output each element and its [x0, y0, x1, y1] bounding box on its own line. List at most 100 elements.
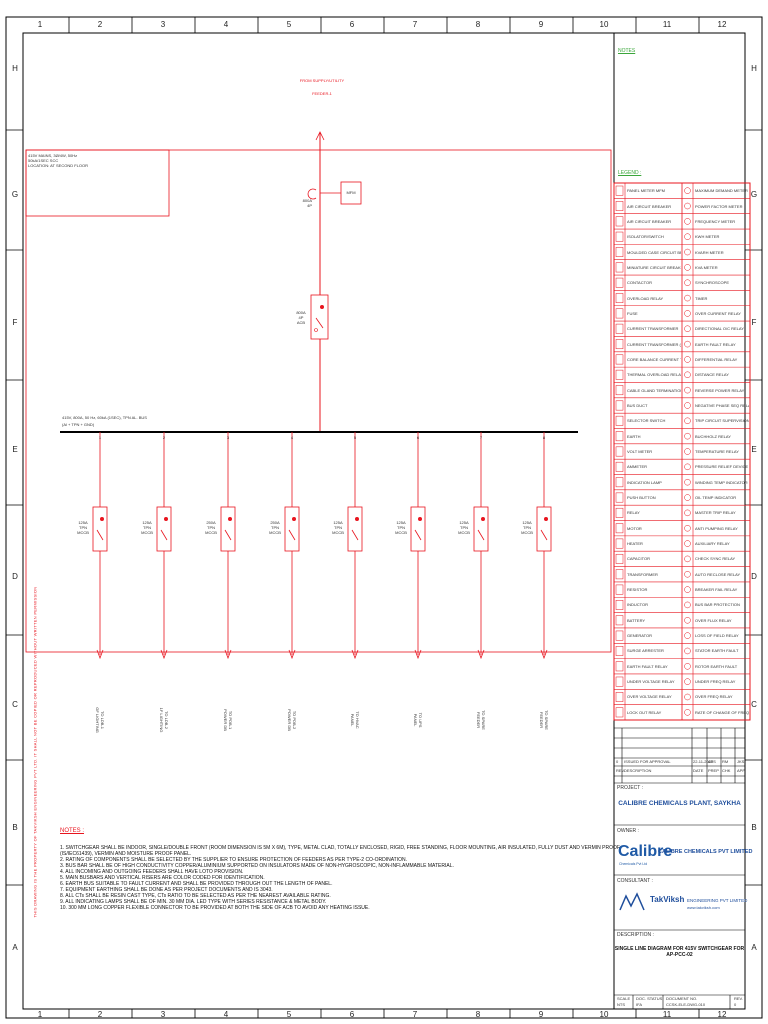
revision-cell: 22-11-2023	[693, 759, 714, 764]
legend-symbol	[684, 279, 691, 286]
column-number: 11	[662, 20, 672, 29]
legend-item-left: VOLT METER	[627, 449, 653, 454]
ct-label: 800A 4P	[302, 198, 312, 208]
notes-title: NOTES :	[60, 828, 85, 834]
legend-symbol	[684, 678, 691, 685]
feeder-arrow	[224, 649, 232, 660]
legend-item-left: EARTH	[627, 433, 641, 439]
legend-item-right: KWH METER	[695, 234, 720, 240]
mccb-contact	[414, 529, 422, 541]
row-letter: E	[751, 445, 757, 454]
legend-item-right: MASTER TRIP RELAY	[695, 510, 736, 516]
mccb-contact	[540, 529, 548, 541]
legend-item-right: NEGATIVE PHASE SEQ RELAY	[695, 402, 749, 408]
legend-symbol	[684, 540, 691, 547]
owner-label: OWNER :	[617, 828, 639, 834]
legend-item-left: INDUCTOR	[627, 602, 649, 608]
incoming-feeder-id: FEEDER-1	[312, 91, 332, 96]
feeder-rating: 125A TPN MCCB	[77, 520, 89, 535]
mccb-trip-dot	[418, 517, 422, 521]
legend-symbol	[615, 492, 624, 503]
note-line: 6. EARTH BUS SUITABLE TO FAULT CURRENT A…	[60, 881, 333, 887]
feeder-number: 8	[542, 435, 546, 440]
legend-symbol	[684, 371, 691, 379]
legend-item-right: KVA METER	[695, 264, 718, 270]
legend-item-left: RELAY	[627, 510, 640, 516]
legend-symbol	[684, 632, 691, 639]
column-number: 5	[286, 20, 292, 29]
feeder-rating: 125A TPN MCCB	[141, 520, 153, 535]
legend-item-right: OVER FLUX RELAY	[695, 617, 732, 623]
row-letter: F	[751, 318, 757, 327]
row-letter: B	[751, 823, 757, 832]
feeder-number: 7	[479, 435, 483, 440]
revision-cell: AFS	[708, 759, 716, 764]
legend-item-right: WINDING TEMP INDICATOR	[695, 479, 748, 485]
legend-symbol	[684, 663, 691, 670]
note-line: 7. EQUIPMENT EARTHING SHALL BE DONE AS P…	[60, 887, 273, 893]
footer-header: DOCUMENT NO.	[666, 996, 698, 1001]
legend-item-right: AUXILIARY RELAY	[695, 541, 730, 547]
legend-symbol	[615, 538, 624, 549]
feeder-number: 2	[162, 435, 166, 440]
legend-item-right: KVARH METER	[695, 249, 724, 255]
note-line: 1. SWITCHGEAR SHALL BE INDOOR, SINGLE/DO…	[60, 845, 620, 851]
legend-symbol	[615, 308, 624, 319]
legend-symbol	[615, 615, 624, 626]
legend-symbol	[615, 231, 624, 242]
note-line: 9. ALL INDICATING LAMPS SHALL BE OF MIN.…	[60, 899, 327, 905]
legend-item-right: REVERSE POWER RELAY	[695, 387, 745, 393]
legend-item-right: CHECK SYNC RELAY	[695, 556, 736, 562]
legend-item-left: TRANSFORMER	[627, 571, 658, 577]
note-line: 8. ALL CTs SHALL BE RESIN CAST TYPE, CTs…	[60, 893, 331, 899]
legend-symbol	[615, 676, 624, 687]
legend-item-left: LOCK OUT RELAY	[627, 709, 662, 715]
column-number: 12	[717, 20, 727, 29]
note-line: 2. RATING OF COMPONENTS SHALL BE SELECTE…	[60, 857, 408, 863]
footer-header: DOC. STATUS	[636, 996, 663, 1001]
legend-symbol	[615, 277, 624, 288]
consultant-label: CONSULTANT :	[617, 878, 653, 884]
feeder-number: 1	[98, 435, 102, 440]
legend-item-right: AUTO RECLOSE RELAY	[695, 571, 741, 577]
description-label: DESCRIPTION :	[617, 932, 654, 938]
revision-header-cell: DESCRIPTION	[624, 768, 652, 773]
multifunction-meter: MFM	[346, 190, 356, 195]
note-line: 5. MAIN BUSBARS AND VERTICAL RISERS ARE …	[60, 875, 265, 881]
legend-symbol	[615, 201, 624, 211]
legend-symbol	[684, 325, 691, 333]
legend-symbol	[684, 463, 691, 471]
column-number: 1	[37, 20, 43, 29]
mccb-trip-dot	[544, 517, 548, 521]
legend-symbol	[684, 386, 691, 394]
row-letter: C	[751, 700, 757, 709]
column-number: 3	[160, 20, 166, 29]
legend-symbol	[615, 446, 624, 457]
owner-logo-sub: Chemicals Pvt Ltd	[619, 862, 648, 866]
legend-item-right: BREAKER FAIL RELAY	[695, 587, 738, 593]
legend-symbol	[684, 524, 691, 532]
legend-item-right: DISTANCE RELAY	[695, 372, 729, 378]
incoming-from-label: FROM SUPPLY/UTILITY	[299, 78, 345, 83]
busbar-label: 415V, 800A, 50 Hz, 60kA (1SEC), TPN AL. …	[62, 415, 147, 420]
legend-symbol	[684, 448, 691, 455]
legend-symbol	[684, 417, 691, 425]
footer-header: REV.	[734, 996, 743, 1001]
mccb-trip-dot	[100, 517, 104, 521]
legend-item-left: AIR CIRCUIT BREAKER	[627, 218, 672, 224]
legend-item-right: BUS BAR PROTECTION	[695, 602, 740, 608]
legend-symbol	[615, 185, 624, 196]
footer-value: NTS	[617, 1002, 625, 1007]
legend-item-right: ROTOR EARTH FAULT	[695, 663, 738, 669]
column-number: 9	[538, 20, 544, 29]
footer-value: CCSK-ELE-DWG-010	[666, 1002, 706, 1007]
legend-symbol	[615, 553, 624, 564]
panel-info-note: 415V MAINS, 3Ø/4W, 50Hz 50kA/1SEC SCC LO…	[28, 153, 89, 168]
legend-item-right: STATOR EARTH FAULT	[695, 648, 739, 654]
column-number: 4	[223, 20, 229, 29]
legend-symbol	[684, 432, 691, 440]
mccb-contact	[224, 529, 232, 541]
